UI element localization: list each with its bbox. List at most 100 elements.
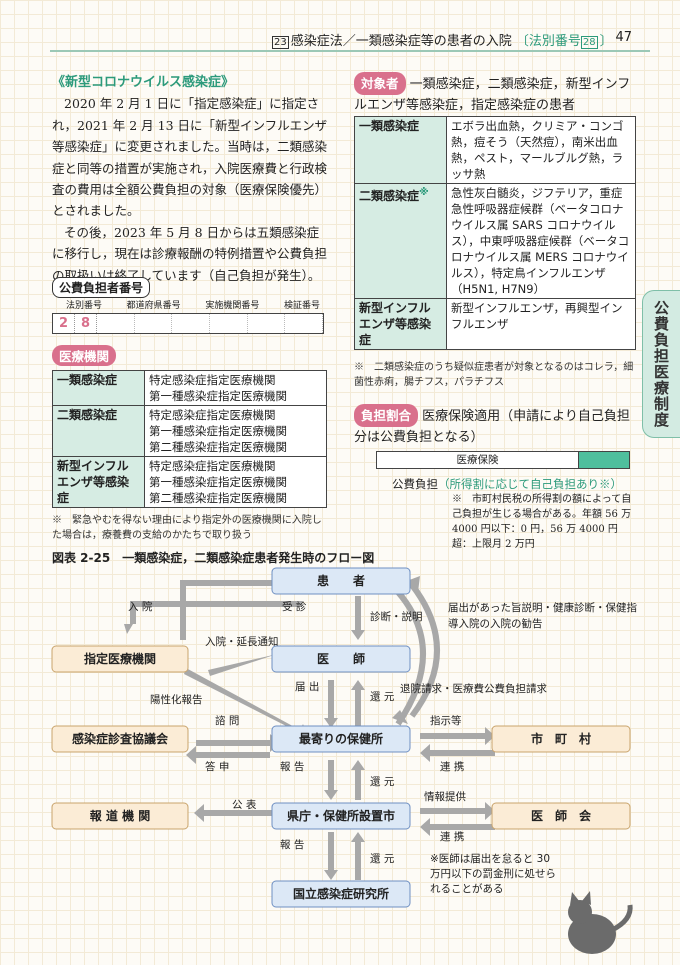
label-renkei-2: 連 携 [440,830,464,843]
section-title: 《新型コロナウイルス感染症》 [52,75,235,90]
node-pref-label: 県庁・保健所設置市 [287,808,395,823]
iryo-note: ※ 緊急やむを得ない理由により指定外の医療機関に入院した場合は，療養費の支給のか… [52,515,322,541]
arrows [124,574,495,880]
row-type: 新型インフルエンザ等感染症 [52,456,145,508]
label-nyuin-encho: 入院・延長通知 [205,635,279,648]
label-jushin: 受 診 [282,600,307,613]
side-tab[interactable]: 公費負担医療制度 [642,290,680,438]
node-media-label: 報 道 機 関 [90,808,151,823]
label-shiji: 指示等 [430,714,462,727]
node-patient[interactable] [271,567,411,595]
node-media[interactable] [51,802,189,830]
label-kangen-1: 還 元 [370,690,395,703]
label-bassoku: ※医師は届出を怠ると 30 万円以下の罰金刑に処せられることがある [430,853,556,895]
node-hospital-label: 指定医療機関 [84,651,156,666]
target-block: 対象者 一類感染症，二類感染症，新型インフルエンザ等感染症，指定感染症の患者 [354,72,636,116]
label-shindan: 診断・説明 [370,610,423,623]
label-seikyu: 退院請求・医療費公費負担請求 [400,682,547,695]
table-row: 新型インフルエンザ等感染症特定感染症指定医療機関第一種感染症指定医療機関第二種感… [52,456,327,508]
node-niid-label: 国立感染症研究所 [293,886,389,901]
target-title: 対象者 [354,72,406,95]
iryo-title-wrap: 医療機関 [52,345,117,366]
nodes [51,567,631,908]
page-number: 47 [615,30,632,45]
node-doctor[interactable] [271,645,411,673]
futan-note: ※ 市町村民税の所得割の額によって自己負担が生じる場合がある。年額 56 万 4… [452,494,632,550]
node-hokenjo[interactable] [271,725,411,753]
node-med-assoc-label: 医 師 会 [531,808,592,823]
futan-label: 公費負担（所得割に応じて自己負担あり※） [392,477,622,491]
futan-number-table: 法別番号 都道府県番号 実施機関番号 検証番号 2 8 [52,298,324,334]
table-row: 新型インフルエンザ等感染症新型インフルエンザ，再興型インフルエンザ [354,298,636,350]
node-labels: 患 者 医 師 最寄りの保健所 県庁・保健所設置市 国立感染症研究所 指定医療機… [72,573,592,901]
row-type: 新型インフルエンザ等感染症 [354,298,447,350]
ratio-title: 負担割合 [354,404,419,427]
row-type: 二類感染症 [52,405,145,457]
label-joho: 情報提供 [424,790,466,803]
left-column: 《新型コロナウイルス感染症》 2020 年 2 月 1 日に「指定感染症」に指定… [52,72,330,286]
disease-note: ※ 二類感染症のうち疑似症患者が対象となるのはコレラ，細菌性赤痢，腸チフス，パラ… [354,362,634,388]
node-pref[interactable] [271,802,411,830]
node-hokenjo-label: 最寄りの保健所 [299,731,383,746]
label-kankoku: 届出があった旨説明・健康診断・保健指導入院の入院の勧告 [448,602,637,630]
row-items: 特定感染症指定医療機関第一種感染症指定医療機関第二種感染症指定医療機関 [144,405,327,457]
label-pref: 都道府県番号 [126,301,181,311]
paragraph-1: 2020 年 2 月 1 日に「指定感染症」に指定され，2021 年 2 月 1… [52,96,328,219]
iryo-title: 医療機関 [52,345,117,366]
row-items: 特定感染症指定医療機関第一種感染症指定医療機関第二種感染症指定医療機関 [144,456,327,508]
ratio-text: 医療保険適用（申請により自己負担分は公費負担となる） [354,409,630,445]
label-toushin: 答 申 [205,760,229,773]
target-text: 一類感染症，二類感染症，新型インフルエンザ等感染症，指定感染症の患者 [354,77,631,113]
label-law: 法別番号 [66,301,103,311]
node-doctor-label: 医 師 [317,651,365,666]
row-type: 一類感染症 [354,116,447,184]
node-council[interactable] [51,725,189,753]
label-yousei: 陽性化報告 [150,693,203,706]
label-nyuin: 入 院 [128,600,153,613]
label-bassoku-wrap: ※医師は届出を怠ると 30 万円以下の罰金刑に処せられることがある [430,853,556,895]
node-patient-label: 患 者 [317,573,365,588]
node-city-label: 市 町 村 [531,731,591,746]
row-text: エボラ出血熱，クリミア・コンゴ熱，痘そう（天然痘），南米出血熱，ペスト，マールブ… [446,116,636,184]
node-council-label: 感染症診査協議会 [72,731,169,746]
label-renkei-1: 連 携 [440,760,464,773]
header-rule [50,50,650,52]
label-kangen-2: 還 元 [370,775,395,788]
disease-table: 一類感染症エボラ出血熱，クリミア・コンゴ熱，痘そう（天然痘），南米出血熱，ペスト… [354,116,636,350]
number-boxes: 2 8 [52,314,324,334]
row-text: 新型インフルエンザ，再興型インフルエンザ [446,298,636,350]
bar-public [579,452,629,468]
futan-number-title: 公費負担者番号 [52,277,151,298]
node-niid[interactable] [271,880,411,908]
label-kangen-3: 還 元 [370,852,395,865]
row-type: 一類感染症 [52,370,145,406]
cat-illustration [568,891,633,954]
node-hospital[interactable] [51,645,189,673]
number-labels: 法別番号 都道府県番号 実施機関番号 検証番号 [52,298,324,314]
iryo-table: 一類感染症特定感染症指定医療機関第一種感染症指定医療機関 二類感染症特定感染症指… [52,370,327,508]
label-houkoku-2: 報 告 [280,838,304,851]
digit-1: 2 [53,314,75,333]
ratio-bar: 医療保険 [376,451,630,469]
node-city[interactable] [491,725,631,753]
label-todokede: 届 出 [295,680,319,693]
label-check: 検証番号 [283,301,320,311]
ratio-block: 負担割合 医療保険適用（申請により自己負担分は公費負担となる） [354,404,636,448]
label-suwon: 諮 問 [215,714,239,727]
bar-insurance: 医療保険 [377,452,579,468]
label-kankoku-wrap: 届出があった旨説明・健康診断・保健指導入院の入院の勧告 [448,602,637,630]
label-org: 実施機関番号 [205,301,260,311]
label-houkoku-1: 報 告 [280,760,304,773]
label-kouhyou: 公 表 [232,798,257,811]
figure-title: 図表 2-25 一類感染症，二類感染症患者発生時のフロー図 [52,551,375,565]
table-row: 一類感染症エボラ出血熱，クリミア・コンゴ熱，痘そう（天然痘），南米出血熱，ペスト… [354,116,636,184]
chapter-title: 感染症法／一類感染症等の患者の入院 [290,34,512,49]
digit-2: 8 [75,314,97,333]
node-med-assoc[interactable] [491,802,631,830]
edge-labels: 入 院 受 診 診断・説明 入院・延長通知 届 出 還 元 陽性化報告 諮 問 … [128,600,547,865]
